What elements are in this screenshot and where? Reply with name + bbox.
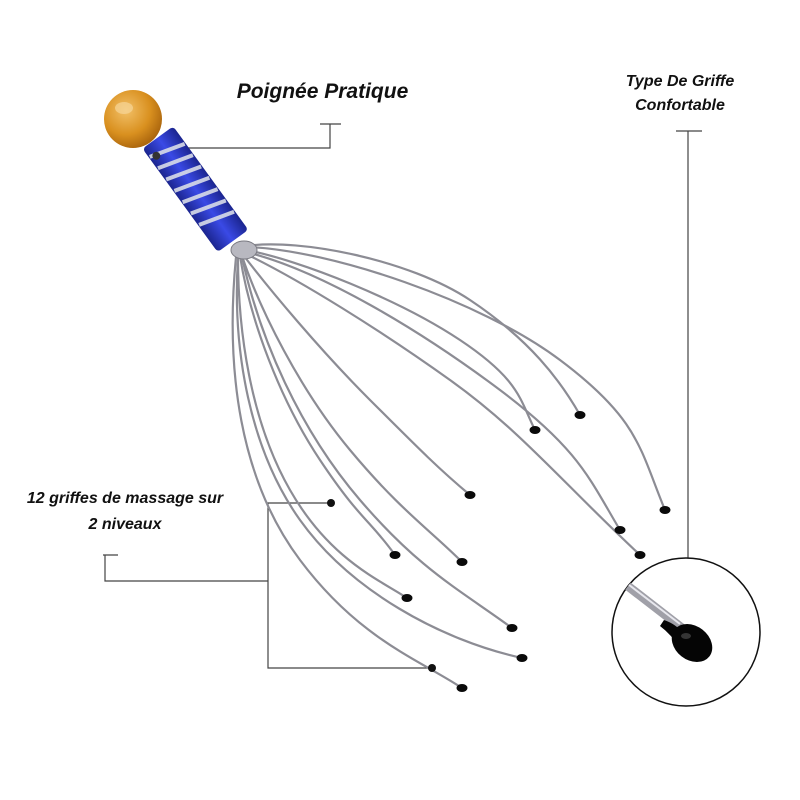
callout-lines [103, 123, 702, 669]
wood-ball [104, 90, 162, 148]
wood-ball-highlight [115, 102, 133, 114]
massage-wire [246, 245, 667, 512]
wire-tip [634, 551, 646, 559]
massage-wire [240, 255, 514, 630]
massage-wire [231, 255, 464, 690]
wire-hub [230, 240, 258, 260]
wire-tip [464, 491, 476, 499]
massage-claws-label-line1: 12 griffes de massage sur [26, 490, 224, 507]
handle-grip-stripes [148, 141, 235, 227]
claw-type-label-line2: Confortable [635, 97, 725, 114]
wire-tip [659, 506, 671, 514]
handle-callout-dot [152, 151, 161, 160]
tip-zoom-inset [611, 557, 761, 707]
massage-wire [242, 254, 472, 497]
massage-wire [244, 250, 622, 532]
wire-tips [389, 411, 671, 692]
massage-wire [244, 252, 642, 557]
massage-wire [236, 255, 409, 600]
levels-callout-line [103, 502, 432, 669]
levels-callout-dot-upper [327, 499, 335, 507]
massage-claws-label-line2: 2 niveaux [88, 516, 162, 533]
claw-type-label-line1: Type De Griffe [625, 73, 735, 90]
wire-tip [516, 654, 528, 662]
levels-callout-dot-lower [428, 664, 436, 672]
wire-tip [456, 558, 468, 566]
wire-tip [614, 526, 626, 534]
massage-wire [240, 254, 464, 564]
handle [144, 127, 247, 251]
massage-claws-label: 12 griffes de massage sur 2 niveaux [5, 486, 245, 538]
handle-label: Poignée Pratique [236, 80, 409, 103]
claw-type-label: Type De Griffe Confortable [595, 70, 765, 118]
wire-tip [401, 594, 413, 602]
wire-tip [506, 624, 518, 632]
wire-tip [574, 411, 586, 419]
claw-callout-line [676, 130, 702, 560]
massage-wire [244, 243, 582, 417]
massage-wire [235, 256, 524, 660]
wire-tip [456, 684, 468, 692]
wire-tip [389, 551, 401, 559]
massage-wire [244, 248, 537, 432]
massage-wire [238, 254, 397, 557]
wire-tip [529, 426, 541, 434]
massage-wires [231, 243, 667, 690]
handle-callout-line [162, 123, 341, 149]
